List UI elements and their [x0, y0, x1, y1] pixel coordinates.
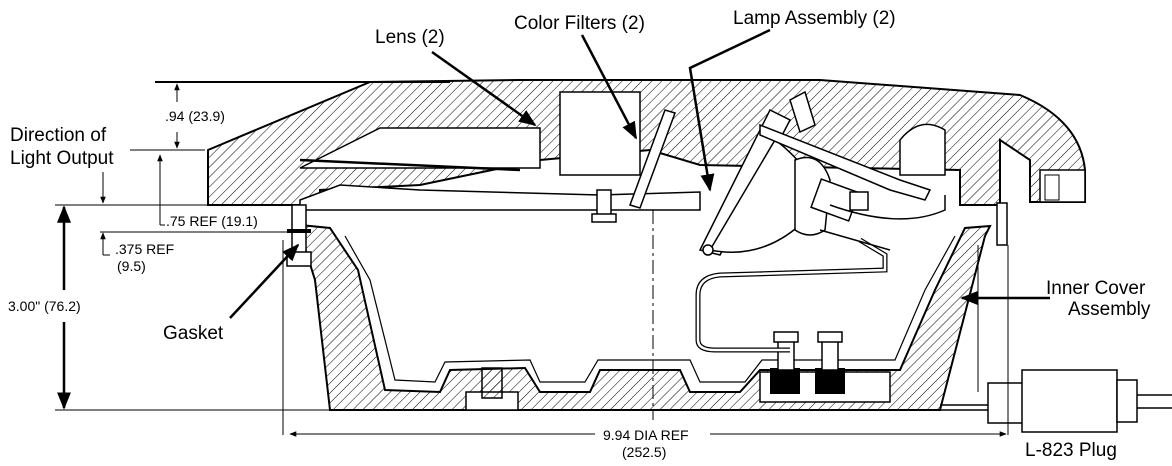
direction-label-line1: Direction of — [10, 125, 107, 146]
dim-ref-075: .75 REF (19.1) — [166, 213, 258, 229]
dim-diameter-mm: (252.5) — [622, 444, 667, 460]
cover-recess — [299, 127, 541, 169]
dim-ref-0375-mm: (9.5) — [117, 258, 146, 274]
cover-right-cavity — [899, 123, 946, 176]
inner-cover — [299, 223, 992, 411]
dim-diameter: 9.94 DIA REF — [603, 427, 689, 443]
filter-window — [559, 91, 641, 176]
dim-height: 3.00" (76.2) — [8, 298, 81, 314]
l823-plug — [940, 369, 1172, 433]
inner-cover-label-line1: Inner Cover — [1046, 278, 1146, 299]
color-filter — [629, 109, 676, 209]
dim-ref-0375: .375 REF — [115, 241, 175, 257]
lens-label: Lens (2) — [375, 27, 445, 48]
color-filters-label: Color Filters (2) — [514, 13, 645, 34]
inner-cover-label-line2: Assembly — [1068, 299, 1151, 320]
lamp-assembly — [698, 90, 946, 256]
lamp-assembly-label: Lamp Assembly (2) — [733, 8, 896, 29]
dim-top-offset: .94 (23.9) — [165, 108, 225, 124]
plug-label: L-823 Plug — [1025, 440, 1117, 461]
gasket-label: Gasket — [163, 323, 224, 344]
direction-label-line2: Light Output — [10, 148, 114, 169]
